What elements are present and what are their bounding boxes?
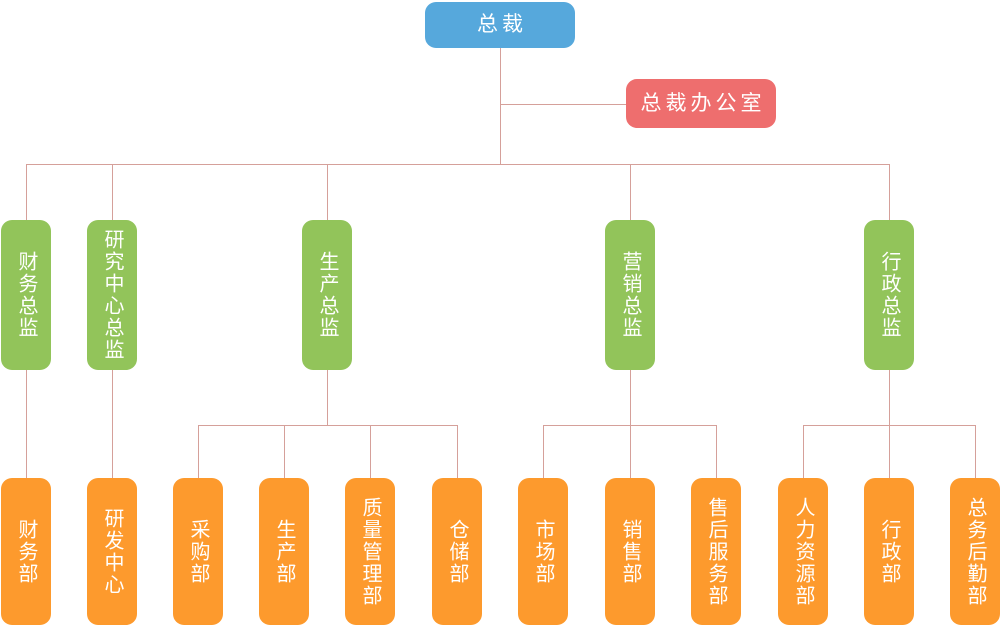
connector-drop-logistics	[975, 425, 976, 478]
node-director-production[interactable]: 生产总监	[302, 220, 352, 370]
node-label: 市场部	[532, 518, 554, 585]
connector-drop-market	[543, 425, 544, 478]
node-director-marketing[interactable]: 营销总监	[605, 220, 655, 370]
connector-marketing-bus	[543, 425, 717, 426]
node-label: 财务部	[15, 518, 37, 585]
node-dept-aftersales[interactable]: 售后服务部	[691, 478, 741, 625]
node-dept-rnd-center[interactable]: 研发中心	[87, 478, 137, 625]
node-label: 售后服务部	[705, 496, 727, 607]
node-president-office[interactable]: 总裁办公室	[626, 79, 776, 128]
node-dept-hr[interactable]: 人力资源部	[778, 478, 828, 625]
connector-drop-admin	[889, 164, 890, 220]
node-label: 总务后勤部	[964, 496, 986, 607]
connector-production-bus	[198, 425, 458, 426]
node-label: 研究中心总监	[101, 229, 123, 361]
node-label: 行政部	[878, 518, 900, 585]
connector-research-child	[112, 370, 113, 478]
connector-production-stem	[327, 370, 328, 426]
connector-drop-marketing	[630, 164, 631, 220]
connector-drop-warehouse	[457, 425, 458, 478]
connector-drop-finance	[26, 164, 27, 220]
connector-admin-bus	[803, 425, 975, 426]
node-director-finance[interactable]: 财务总监	[1, 220, 51, 370]
connector-drop-production	[327, 164, 328, 220]
connector-main-bus	[26, 164, 890, 165]
node-dept-purchasing[interactable]: 采购部	[173, 478, 223, 625]
connector-marketing-stem	[630, 370, 631, 478]
node-president-label: 总裁	[477, 13, 527, 37]
connector-root-stem	[500, 47, 501, 164]
node-dept-quality[interactable]: 质量管理部	[345, 478, 395, 625]
node-label: 财务总监	[15, 251, 37, 339]
connector-drop-purchasing	[198, 425, 199, 478]
connector-office-branch	[500, 104, 626, 105]
connector-drop-quality	[370, 425, 371, 478]
connector-drop-research	[112, 164, 113, 220]
connector-finance-child	[26, 370, 27, 478]
node-dept-finance[interactable]: 财务部	[1, 478, 51, 625]
node-label: 人力资源部	[792, 496, 814, 607]
node-label: 研发中心	[101, 507, 123, 596]
node-label: 采购部	[187, 518, 209, 585]
node-director-admin[interactable]: 行政总监	[864, 220, 914, 370]
node-director-research[interactable]: 研究中心总监	[87, 220, 137, 370]
node-dept-production[interactable]: 生产部	[259, 478, 309, 625]
node-label: 生产总监	[316, 251, 338, 339]
node-label: 销售部	[619, 518, 641, 585]
node-president-office-label: 总裁办公室	[640, 91, 766, 115]
node-label: 质量管理部	[359, 496, 381, 607]
node-label: 生产部	[273, 518, 295, 585]
node-label: 营销总监	[619, 251, 641, 339]
connector-admin-stem	[889, 370, 890, 478]
node-dept-admin[interactable]: 行政部	[864, 478, 914, 625]
node-dept-sales[interactable]: 销售部	[605, 478, 655, 625]
connector-drop-production-dept	[284, 425, 285, 478]
connector-drop-hr	[803, 425, 804, 478]
node-dept-warehouse[interactable]: 仓储部	[432, 478, 482, 625]
node-label: 仓储部	[446, 518, 468, 585]
node-label: 行政总监	[878, 251, 900, 339]
node-dept-logistics[interactable]: 总务后勤部	[950, 478, 1000, 625]
node-dept-market[interactable]: 市场部	[518, 478, 568, 625]
node-president[interactable]: 总裁	[425, 2, 575, 48]
connector-drop-aftersales	[716, 425, 717, 478]
